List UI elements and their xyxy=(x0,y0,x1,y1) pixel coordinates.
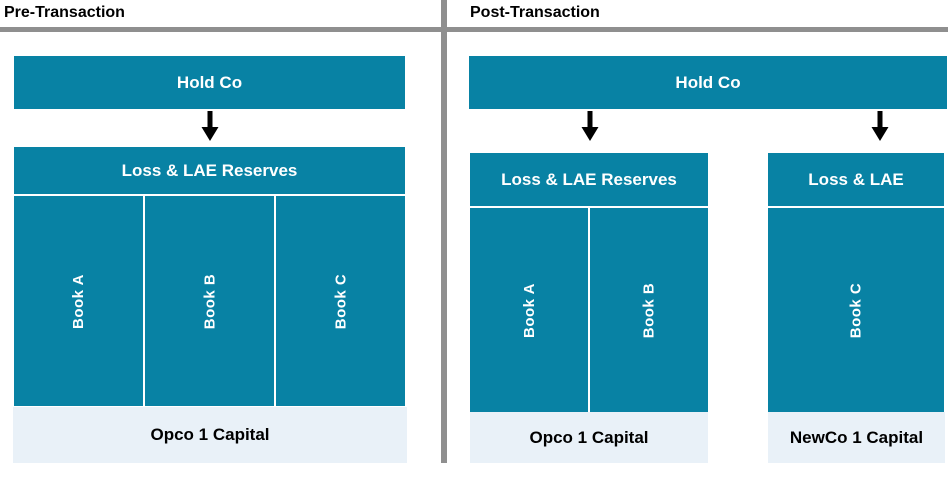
book-label: Book B xyxy=(640,282,658,338)
pre-title-underline xyxy=(0,27,441,32)
book-label: Book B xyxy=(201,273,218,329)
book-column: Book A xyxy=(470,208,588,412)
pre-reserves-box: Loss & LAE Reserves Book A Book B Book C xyxy=(14,147,405,406)
post-newco-capital-label: NewCo 1 Capital xyxy=(789,427,924,447)
post-holdco-box: Hold Co xyxy=(469,56,947,109)
pre-opco-capital-box: Opco 1 Capital xyxy=(13,407,407,463)
pre-book-columns: Book A Book B Book C xyxy=(14,196,405,406)
post-opco-capital-box: Opco 1 Capital xyxy=(470,412,708,463)
pre-holdco-label: Hold Co xyxy=(176,72,243,92)
book-label: Book A xyxy=(520,282,538,338)
book-column: Book B xyxy=(143,196,274,406)
book-label: Book A xyxy=(69,273,87,329)
post-transaction-title: Post-Transaction xyxy=(470,4,600,21)
book-column: Book B xyxy=(588,208,708,412)
post-opco-book-columns: Book A Book B xyxy=(470,208,708,412)
pre-reserves-title: Loss & LAE Reserves xyxy=(14,147,405,196)
post-newco-capital-box: NewCo 1 Capital xyxy=(768,412,945,463)
post-opco-capital-label: Opco 1 Capital xyxy=(529,427,649,447)
pre-opco-capital-label: Opco 1 Capital xyxy=(150,425,270,444)
pre-holdco-box: Hold Co xyxy=(14,56,405,109)
section-divider xyxy=(441,0,447,463)
post-newco-reserves-box: Loss & LAE Book C xyxy=(768,153,944,412)
down-arrow-icon xyxy=(201,111,219,141)
post-newco-reserves-title: Loss & LAE xyxy=(768,153,944,208)
post-opco-reserves-box: Loss & LAE Reserves Book A Book B xyxy=(470,153,708,412)
book-column: Book C xyxy=(768,208,944,412)
post-title-underline xyxy=(447,27,948,32)
pre-transaction-title: Pre-Transaction xyxy=(4,4,125,21)
book-label: Book C xyxy=(847,282,865,338)
book-label: Book C xyxy=(332,273,349,329)
down-arrow-icon xyxy=(581,111,599,141)
book-column: Book C xyxy=(274,196,405,406)
post-newco-book-columns: Book C xyxy=(768,208,944,412)
post-holdco-label: Hold Co xyxy=(675,72,741,92)
book-column: Book A xyxy=(14,196,143,406)
post-opco-reserves-title: Loss & LAE Reserves xyxy=(470,153,708,208)
down-arrow-icon xyxy=(871,111,889,141)
